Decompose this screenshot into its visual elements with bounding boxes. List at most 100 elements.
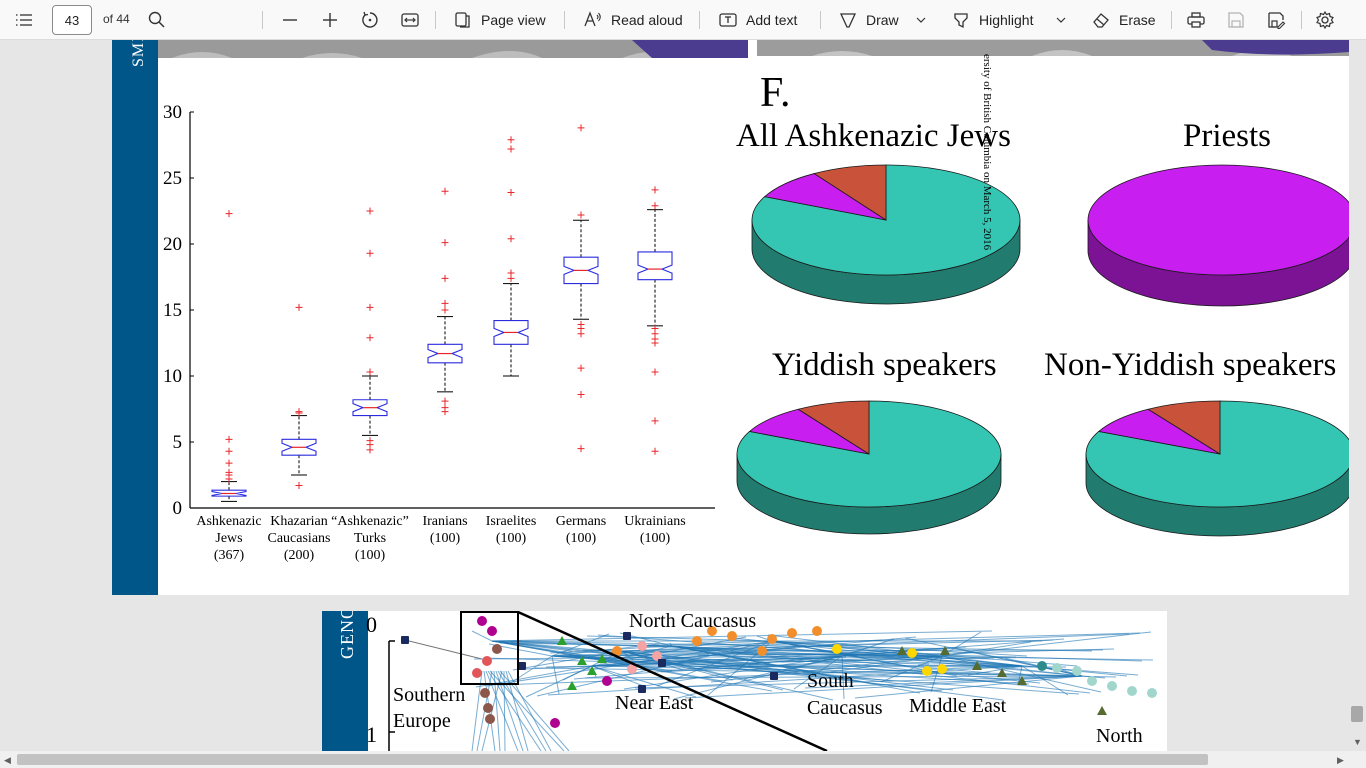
network-node — [1017, 676, 1027, 685]
scroll-right-arrow[interactable]: ▶ — [1337, 755, 1344, 765]
vertical-scrollbar-thumb[interactable] — [1351, 706, 1363, 722]
network-node — [727, 631, 737, 641]
outlier-point — [577, 364, 585, 372]
outlier-point — [295, 482, 303, 490]
add-text-label: Add text — [746, 12, 798, 28]
network-edge — [671, 645, 921, 694]
box-body — [427, 343, 463, 364]
pie-slice — [1147, 400, 1221, 455]
save-button[interactable] — [1226, 0, 1246, 40]
scroll-left-arrow[interactable]: ◀ — [4, 755, 11, 765]
box-3 — [352, 207, 388, 454]
read-aloud-button[interactable]: Read aloud — [583, 0, 683, 40]
print-button[interactable] — [1186, 0, 1206, 40]
outlier-point — [577, 124, 585, 132]
outlier-point — [366, 207, 374, 215]
network-node — [627, 664, 637, 674]
x-category-label: Ukrainians — [624, 514, 685, 529]
pdf-page-next: GENO 0 1 North Caucasus Southern Europe … — [322, 611, 1167, 751]
rotate-button[interactable] — [360, 0, 380, 40]
network-node — [550, 718, 560, 728]
x-category-label: (100) — [496, 531, 527, 546]
x-category-label: (100) — [566, 531, 597, 546]
outlier-point — [225, 447, 233, 455]
network-node — [658, 659, 666, 667]
pie-2 — [1087, 164, 1349, 307]
x-category-label: Turks — [354, 531, 386, 546]
x-category-label: (100) — [355, 548, 386, 563]
box-4 — [427, 187, 463, 416]
outlier-point — [651, 186, 659, 194]
network-graph — [388, 611, 1157, 751]
x-category-label: Jews — [215, 531, 242, 546]
rotate-icon — [362, 11, 378, 28]
network-node — [477, 616, 487, 626]
outlier-point — [441, 404, 449, 412]
network-edge — [599, 645, 673, 664]
box-body — [637, 251, 673, 281]
page-view-button[interactable]: Page view — [453, 0, 546, 40]
eraser-icon — [1093, 13, 1109, 28]
outlier-point — [366, 334, 374, 342]
zoom-line — [517, 611, 828, 751]
erase-button[interactable]: Erase — [1091, 0, 1156, 40]
highlight-options-dropdown[interactable] — [1054, 0, 1068, 40]
fit-width-button[interactable] — [400, 0, 420, 40]
y-tick-label: 30 — [163, 102, 182, 123]
draw-options-dropdown[interactable] — [914, 0, 928, 40]
outlier-point — [507, 235, 515, 243]
network-node — [567, 681, 577, 690]
toolbar-divider — [1171, 11, 1172, 29]
zoom-out-button[interactable] — [280, 0, 300, 40]
region-label: Caucasus — [807, 697, 883, 719]
outlier-point — [366, 437, 374, 445]
add-text-icon — [719, 13, 737, 27]
network-node — [1037, 661, 1047, 671]
chevron-down-icon — [916, 17, 926, 23]
region-label: Near East — [615, 692, 694, 714]
network-node — [557, 636, 567, 645]
network-node — [972, 661, 982, 670]
fit-width-icon — [401, 13, 419, 27]
network-node — [485, 714, 495, 724]
x-category-label: (200) — [284, 548, 315, 563]
outlier-point — [441, 274, 449, 282]
network-node — [940, 646, 950, 655]
highlight-button[interactable]: Highlight — [951, 0, 1033, 40]
print-icon — [1187, 12, 1205, 28]
x-category-label: Caucasians — [268, 531, 331, 546]
erase-label: Erase — [1119, 12, 1156, 28]
network-node — [480, 688, 490, 698]
outlier-point — [441, 397, 449, 405]
network-node — [767, 634, 777, 644]
network-edge — [941, 641, 1032, 657]
network-node — [907, 648, 917, 658]
add-text-button[interactable]: Add text — [718, 0, 797, 40]
box-7 — [637, 186, 673, 455]
draw-button[interactable]: Draw — [838, 0, 899, 40]
save-as-icon — [1268, 12, 1286, 30]
table-of-contents-button[interactable] — [14, 0, 34, 40]
page-total-label: of 44 — [103, 12, 130, 26]
find-button[interactable] — [147, 0, 167, 40]
network-node — [787, 628, 797, 638]
network-node — [597, 654, 607, 663]
box-body — [563, 256, 599, 285]
pie-title-priests: Priests — [1183, 118, 1271, 154]
outlier-point — [295, 303, 303, 311]
box-body — [211, 489, 247, 497]
toolbar-divider — [435, 11, 436, 29]
page-number-input[interactable]: 43 — [52, 5, 92, 35]
network-edge — [804, 675, 1083, 689]
save-as-button[interactable] — [1266, 0, 1286, 40]
settings-button[interactable] — [1315, 0, 1335, 40]
table-of-contents-icon — [16, 14, 32, 26]
outlier-point — [507, 145, 515, 153]
zoom-in-button[interactable] — [320, 0, 340, 40]
region-label: Southern — [393, 684, 465, 706]
network-edge — [471, 630, 493, 642]
scroll-down-arrow[interactable]: ▼ — [1353, 737, 1362, 747]
outlier-point — [577, 321, 585, 329]
horizontal-scrollbar-thumb[interactable] — [17, 754, 1208, 765]
page-figure: SMI 051015202530AshkenazicJews(367)Khaza… — [112, 40, 1349, 595]
